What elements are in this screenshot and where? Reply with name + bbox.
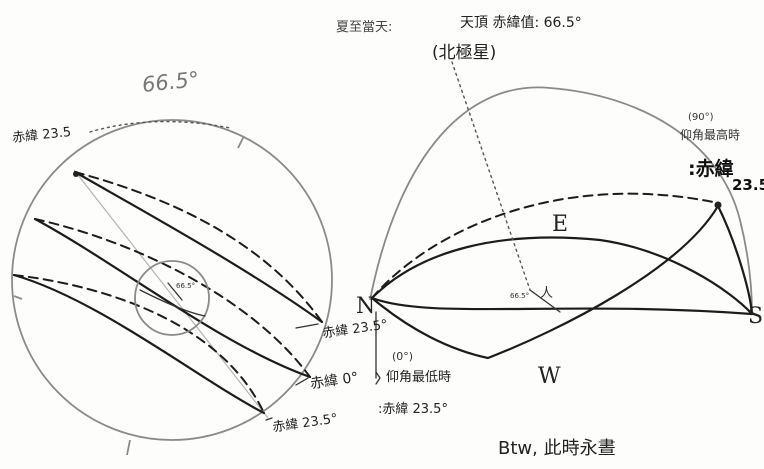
west-label: W	[538, 364, 561, 389]
footer-note: Btw, 此時永晝	[498, 438, 616, 459]
earth-axis-line	[73, 169, 269, 419]
top-faint-arc	[89, 120, 231, 133]
inner-angle-mark	[167, 282, 183, 301]
horizon-back	[370, 236, 754, 316]
equator-circle-back	[34, 218, 311, 378]
sun-path-front	[370, 204, 720, 360]
label-arrow-mid	[295, 377, 309, 386]
rim-tick-left	[13, 295, 23, 300]
horizon-front	[370, 296, 754, 316]
observer-baseline	[529, 289, 561, 313]
upper-circle-front	[73, 170, 324, 324]
lower-circle-front	[12, 273, 266, 415]
right-header-left: 夏至當天:	[336, 20, 393, 35]
sun-path-east-drop	[716, 204, 754, 316]
min-alt-text: 仰角最低時	[386, 370, 452, 385]
rim-tick-top	[237, 135, 245, 149]
min-alt-dec: :赤緯 23.5°	[378, 402, 448, 417]
north-label: N	[356, 294, 376, 319]
inner-earth-line	[139, 289, 206, 317]
max-altitude-dot	[714, 201, 722, 209]
max-alt-text: 仰角最高時	[680, 128, 741, 142]
min-alt-value: (0°)	[392, 350, 414, 363]
upper-point-dot	[73, 171, 79, 177]
equator-circle-front	[33, 217, 312, 379]
polaris-label: (北極星)	[432, 43, 497, 63]
label-arrow-low	[265, 417, 273, 421]
horizon-dome-figure	[369, 61, 754, 385]
east-label: E	[552, 212, 569, 237]
celestial-sphere-figure	[11, 119, 333, 456]
max-alt-value: (90°)	[688, 112, 714, 123]
sun-path-back	[371, 192, 719, 299]
zenith-label: 天頂 赤緯值: 66.5°	[460, 15, 582, 31]
max-alt-dec-value: 23.5	[732, 176, 764, 194]
label-arrow-upper	[295, 323, 319, 329]
polaris-line	[451, 61, 531, 291]
upper-circle-back	[74, 171, 323, 323]
max-alt-dec: :赤緯	[688, 158, 734, 180]
inner-earth-circle	[134, 260, 210, 336]
lower-circle-back	[13, 274, 265, 414]
dome-outline	[369, 86, 753, 315]
left-center-angle: 66.5°	[176, 282, 196, 290]
south-label: S	[748, 304, 764, 329]
min-alt-arrow-head	[375, 371, 381, 385]
outer-sphere-circle	[11, 119, 333, 441]
rim-tick-bottom	[126, 439, 131, 456]
observer-label: 人	[540, 286, 554, 301]
right-center-angle: 66.5°	[510, 292, 530, 300]
